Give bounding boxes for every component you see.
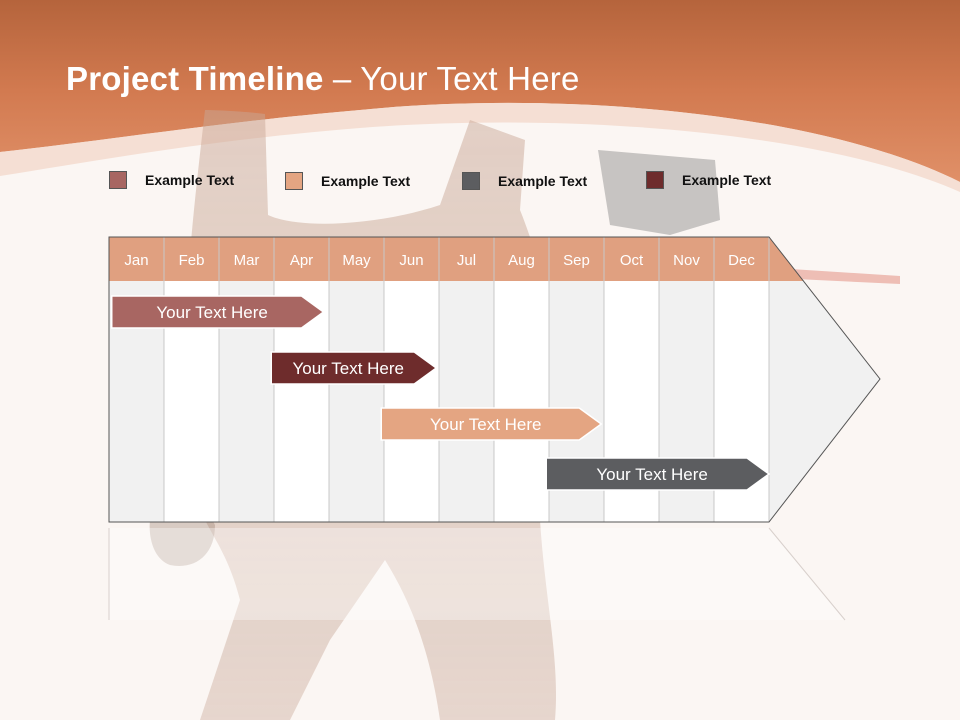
month-label: Jan	[124, 252, 148, 269]
title-bold: Project Timeline	[66, 60, 324, 97]
task-bar	[270, 351, 438, 385]
month-label: Mar	[234, 252, 260, 269]
month-column	[439, 281, 494, 522]
legend-label: Example Text	[145, 172, 235, 188]
legend-label: Example Text	[498, 173, 588, 189]
month-label: Apr	[290, 252, 313, 269]
month-label: Jun	[399, 252, 423, 269]
month-header-cell	[384, 237, 439, 281]
task-bar-label: Your Text Here	[292, 359, 404, 378]
legend-item-4: Example Text	[646, 170, 771, 190]
timeline-outline	[108, 236, 881, 523]
page-title: Project Timeline – Your Text Here	[66, 60, 580, 98]
month-header-cell	[659, 237, 714, 281]
month-header-cell	[604, 237, 659, 281]
month-label: Aug	[508, 252, 535, 269]
task-bar-label: Your Text Here	[156, 303, 268, 322]
legend-swatch	[462, 172, 480, 190]
task-bar-label: Your Text Here	[430, 415, 542, 434]
legend-swatch	[285, 172, 303, 190]
timeline-arrow-head	[769, 237, 880, 522]
month-label: May	[342, 252, 371, 269]
month-column	[329, 281, 384, 522]
title-rest: – Your Text Here	[323, 60, 580, 97]
month-header-cell	[164, 237, 219, 281]
month-header-cell	[494, 237, 549, 281]
legend-item-2: Example Text	[285, 171, 410, 191]
legend-swatch	[646, 171, 664, 189]
legend-swatch	[109, 171, 127, 189]
task-bar	[545, 457, 771, 491]
month-label: Sep	[563, 252, 590, 269]
month-column	[384, 281, 439, 522]
task-bar	[380, 407, 603, 441]
reflection-edge	[768, 527, 846, 621]
timeline-reflection	[109, 528, 845, 620]
task-bar	[111, 295, 325, 329]
month-column	[494, 281, 549, 522]
legend-item-1: Example Text	[109, 170, 234, 190]
month-header-cell	[219, 237, 274, 281]
month-header-cell	[549, 237, 604, 281]
month-label: Jul	[457, 252, 476, 269]
month-header-cell	[109, 237, 164, 281]
month-label: Oct	[620, 252, 644, 269]
month-header-cell	[329, 237, 384, 281]
legend-label: Example Text	[682, 172, 772, 188]
month-label: Feb	[179, 252, 205, 269]
legend-label: Example Text	[321, 173, 411, 189]
month-header-cell	[274, 237, 329, 281]
month-label: Nov	[673, 252, 700, 269]
month-label: Dec	[728, 252, 755, 269]
legend-item-3: Example Text	[462, 171, 587, 191]
month-header-cell	[714, 237, 769, 281]
month-header-cell	[439, 237, 494, 281]
task-bar-label: Your Text Here	[596, 465, 708, 484]
